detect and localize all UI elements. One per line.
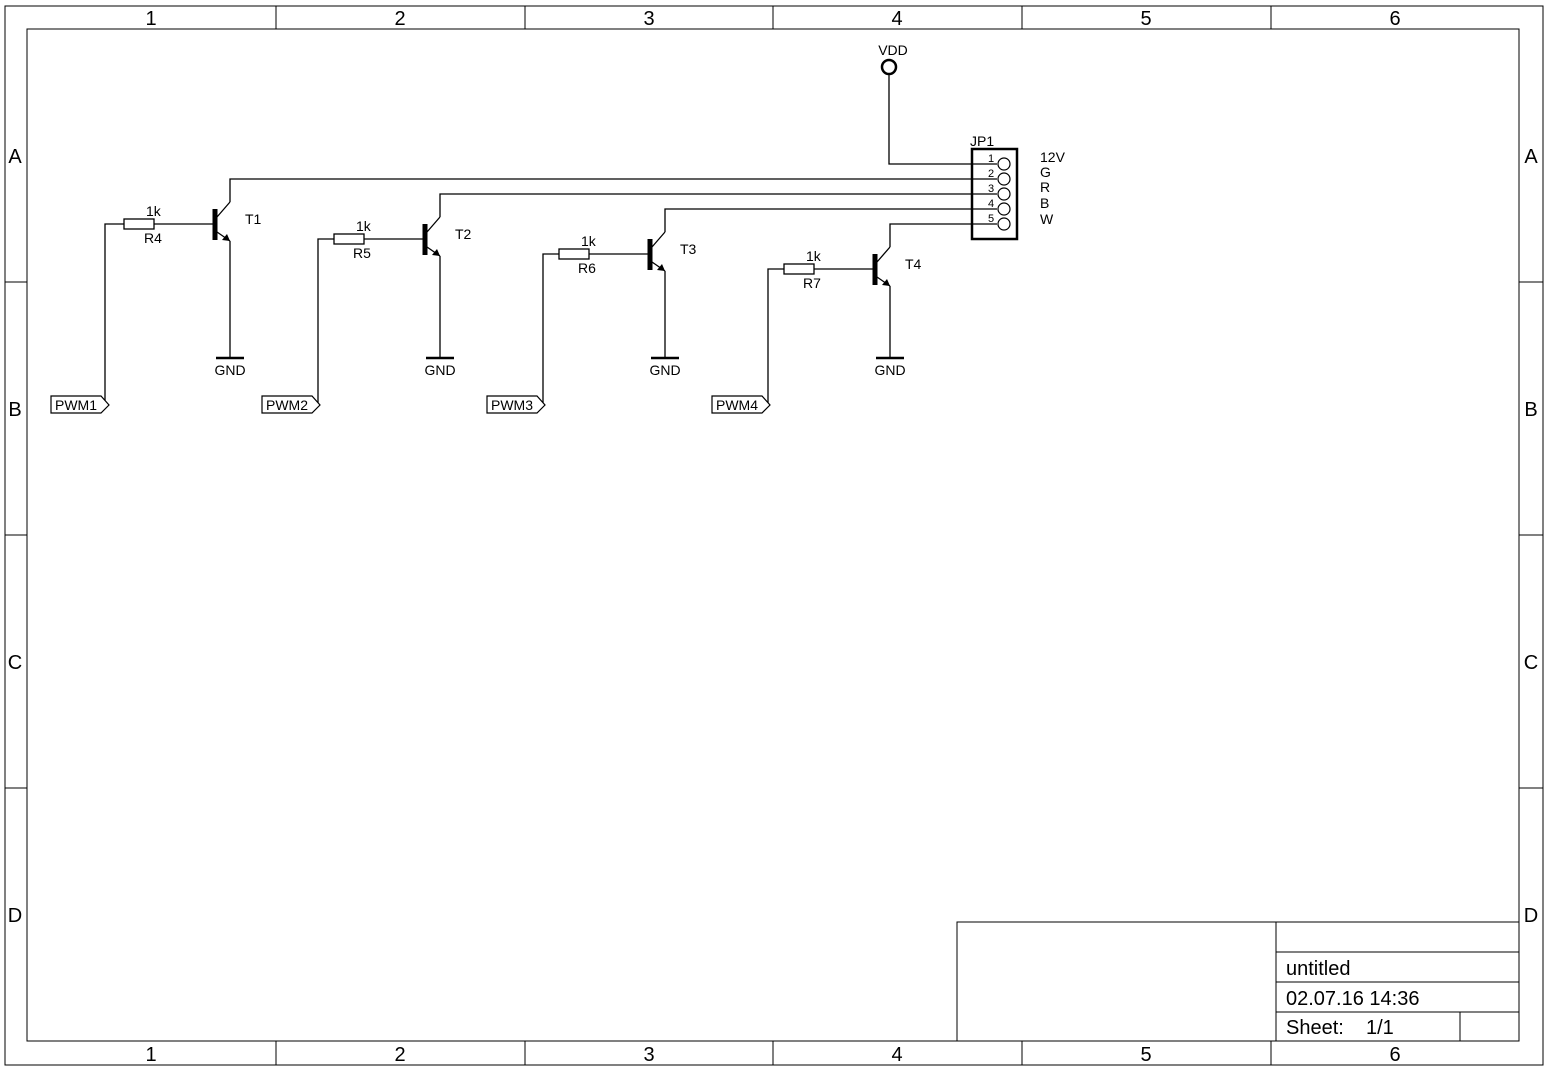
- row-label-left-b: B: [8, 399, 21, 421]
- connector-pin-circle-3: [997, 187, 1011, 201]
- input-wire-pwm2: [317, 238, 334, 405]
- row-label-left-c: C: [8, 652, 22, 674]
- connector-pin-number-3: 3: [988, 183, 994, 195]
- channel-4: PWM4 1k R7 T4 GND: [711, 223, 972, 414]
- resistor-r7-name: R7: [803, 275, 821, 291]
- resistor-r6: [558, 248, 590, 260]
- resistor-r7-value: 1k: [806, 248, 822, 264]
- channel-1: PWM1 1k R4 T1 GND: [50, 178, 972, 414]
- ground-label-t2: GND: [424, 362, 455, 378]
- column-dividers: [275, 6, 1272, 1065]
- pwm1-label: PWM1: [55, 397, 97, 413]
- row-label-right-d: D: [1524, 905, 1538, 927]
- sheet-number: 1/1: [1366, 1017, 1394, 1039]
- resistor-r4-value: 1k: [146, 203, 162, 219]
- transistor-t3-emitter-arrow-icon: [657, 264, 665, 271]
- outer-frame: [4, 5, 1544, 1066]
- collector-wire-t3: [664, 208, 972, 232]
- pwm1-port-icon: [50, 395, 110, 414]
- resistor-r5-value: 1k: [356, 218, 372, 234]
- connector-signal-5: W: [1040, 211, 1054, 227]
- ground-label-t3: GND: [649, 362, 680, 378]
- row-dividers: [5, 281, 1543, 789]
- resistor-r4-name: R4: [144, 230, 162, 246]
- resistor-r4: [123, 218, 155, 230]
- connector-signal-2: G: [1040, 164, 1051, 180]
- title-block: untitled 02.07.16 14:36 Sheet: 1/1: [956, 921, 1520, 1042]
- connector-pin-number-4: 4: [988, 198, 994, 210]
- connector-pin-number-5: 5: [988, 213, 994, 225]
- row-label-right-a: A: [1524, 146, 1538, 168]
- col-label-bottom-1: 1: [145, 1044, 156, 1066]
- collector-wire-t2: [439, 193, 972, 217]
- vdd-terminal-icon: [880, 58, 898, 76]
- sheet-label: Sheet:: [1286, 1017, 1344, 1039]
- col-label-top-6: 6: [1389, 8, 1400, 30]
- connector-pin-circle-2: [997, 172, 1011, 186]
- transistor-t3-collector-leg: [651, 231, 666, 248]
- collector-wire-t4: [889, 223, 972, 247]
- row-label-left-d: D: [8, 905, 22, 927]
- connector-jp1: JP1 1 2 3 4 5 12V G R B W: [970, 133, 1066, 241]
- transistor-t1-collector-leg: [216, 201, 231, 218]
- row-label-left-a: A: [8, 146, 22, 168]
- col-label-bottom-6: 6: [1389, 1044, 1400, 1066]
- resistor-r6-value: 1k: [581, 233, 597, 249]
- connector-signal-4: B: [1040, 195, 1049, 211]
- col-label-bottom-3: 3: [643, 1044, 654, 1066]
- ground-label-t1: GND: [214, 362, 245, 378]
- transistor-t3-name: T3: [680, 241, 697, 257]
- collector-wire-t1: [229, 178, 972, 202]
- connector-pin-number-1: 1: [988, 153, 994, 165]
- pwm4-label: PWM4: [716, 397, 758, 413]
- drawing-datetime: 02.07.16 14:36: [1286, 988, 1419, 1010]
- pwm2-label: PWM2: [266, 397, 308, 413]
- transistor-t1-name: T1: [245, 211, 262, 227]
- channel-2: PWM2 1k R5 T2 GND: [261, 193, 972, 414]
- ground-label-t4: GND: [874, 362, 905, 378]
- col-label-bottom-4: 4: [891, 1044, 902, 1066]
- col-label-bottom-2: 2: [394, 1044, 405, 1066]
- input-wire-pwm1: [104, 223, 124, 405]
- vdd-supply: VDD: [878, 42, 994, 165]
- pwm3-port-icon: [486, 395, 546, 414]
- col-label-top-5: 5: [1140, 8, 1151, 30]
- transistor-t2-name: T2: [455, 226, 472, 242]
- vdd-wire: [888, 74, 994, 165]
- col-label-top-3: 3: [643, 8, 654, 30]
- transistor-t4-emitter-arrow-icon: [882, 279, 890, 286]
- connector-pin-circle-1: [997, 157, 1011, 171]
- transistor-t2-collector-leg: [426, 216, 441, 233]
- row-label-right-c: C: [1524, 652, 1538, 674]
- input-wire-pwm4: [767, 268, 784, 405]
- transistor-t4-collector-leg: [876, 246, 891, 263]
- col-label-top-2: 2: [394, 8, 405, 30]
- connector-pin-number-2: 2: [988, 168, 994, 180]
- input-wire-pwm3: [542, 253, 559, 405]
- col-label-bottom-5: 5: [1140, 1044, 1151, 1066]
- connector-signal-1: 12V: [1040, 149, 1066, 165]
- connector-pin-circle-4: [997, 202, 1011, 216]
- transistor-t2-emitter-arrow-icon: [432, 249, 440, 256]
- pwm3-label: PWM3: [491, 397, 533, 413]
- col-label-top-4: 4: [891, 8, 902, 30]
- transistor-t4-name: T4: [905, 256, 922, 272]
- transistor-t1-emitter-arrow-icon: [222, 234, 230, 241]
- channel-3: PWM3 1k R6 T3 GND: [486, 208, 972, 414]
- col-label-top-1: 1: [145, 8, 156, 30]
- row-label-right-b: B: [1524, 399, 1537, 421]
- pwm4-port-icon: [711, 395, 771, 414]
- connector-signal-3: R: [1040, 179, 1050, 195]
- vdd-label: VDD: [878, 42, 908, 58]
- pwm2-port-icon: [261, 395, 321, 414]
- inner-frame: [26, 28, 1520, 1042]
- resistor-r5-name: R5: [353, 245, 371, 261]
- resistor-r6-name: R6: [578, 260, 596, 276]
- connector-pin-circle-5: [997, 217, 1011, 231]
- resistor-r7: [783, 263, 815, 275]
- drawing-title: untitled: [1286, 958, 1351, 980]
- connector-name: JP1: [970, 133, 994, 149]
- resistor-r5: [333, 233, 365, 245]
